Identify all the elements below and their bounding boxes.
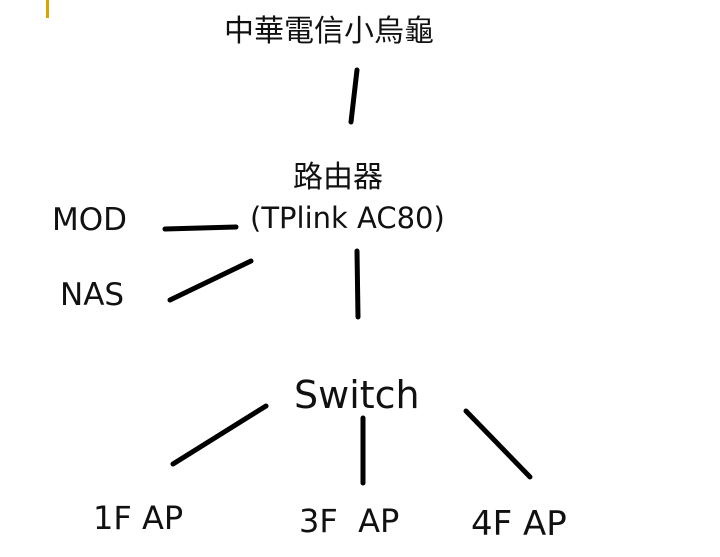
- router-model-label: (TPlink AC80): [250, 201, 445, 235]
- switch-label: Switch: [294, 373, 420, 417]
- mod-label: MOD: [52, 202, 128, 238]
- ap-1f-label: 1F AP: [93, 499, 184, 537]
- switch-ap1f-link: [170, 403, 269, 467]
- router-switch-link: [354, 248, 361, 320]
- switch-ap4f-link: [463, 408, 533, 480]
- router-label: 路由器: [293, 160, 383, 195]
- ap-4f-label: 4F AP: [471, 504, 567, 544]
- router-nas-link: [167, 258, 254, 303]
- router-mod-link: [162, 224, 239, 232]
- ap-3f-label: 3F AP: [299, 502, 400, 540]
- isp-router-link: [348, 67, 360, 125]
- nas-label: NAS: [60, 277, 125, 313]
- accent-mark: [46, 0, 49, 18]
- isp-modem-label: 中華電信小烏龜: [224, 14, 434, 49]
